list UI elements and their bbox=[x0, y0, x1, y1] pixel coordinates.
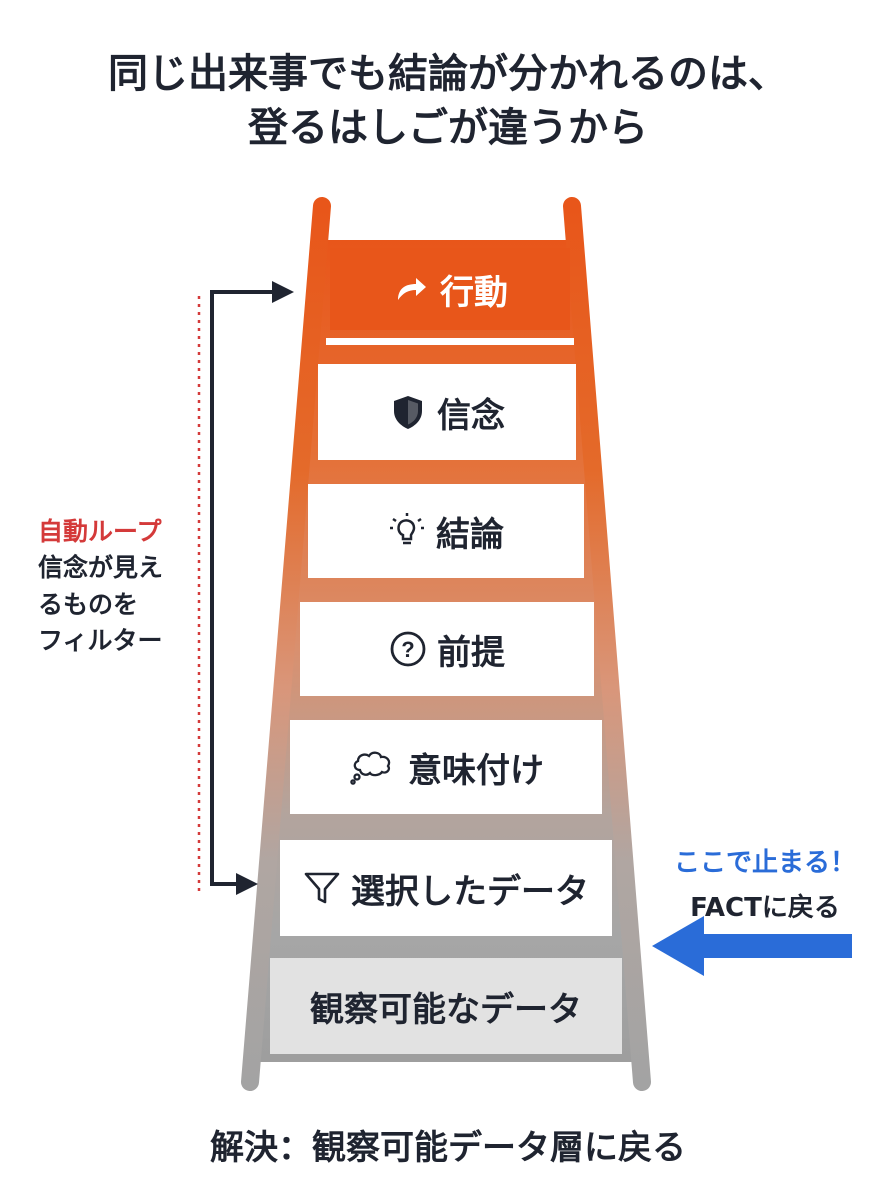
footer-solution: 解決：観察可能データ層に戻る bbox=[210, 1128, 686, 1168]
loop-note-heading: 自動ループ bbox=[38, 517, 162, 546]
title-line-1: 同じ出来事でも結論が分かれるのは、 bbox=[108, 51, 788, 97]
rung-observable-data: 観察可能なデータ bbox=[270, 958, 622, 1054]
rung-panel-selected-data bbox=[280, 840, 612, 936]
rung-panel-observable-data bbox=[270, 958, 622, 1054]
loop-note-line-1: 信念が見え bbox=[38, 553, 164, 583]
rung-divider-top bbox=[326, 338, 574, 345]
rung-conclusion: 結論 bbox=[308, 484, 584, 578]
loop-arrow-head-bottom bbox=[236, 873, 258, 895]
rung-observable-data-label: 観察可能なデータ bbox=[310, 989, 582, 1030]
rung-conclusion-label: 結論 bbox=[436, 514, 504, 555]
rung-panel-premise bbox=[300, 602, 594, 696]
question-icon: ? bbox=[389, 630, 427, 668]
rung-panel-action bbox=[330, 248, 570, 330]
rung-meaning: 意味付け bbox=[290, 720, 602, 814]
rung-panel-meaning bbox=[290, 720, 602, 814]
lightbulb-icon bbox=[388, 512, 426, 550]
stop-note: ここで止まる！ FACTに戻る bbox=[650, 842, 880, 924]
rung-premise-label: 前提 bbox=[437, 632, 505, 673]
rung-belief: 信念 bbox=[318, 364, 576, 460]
rung-selected-data-label: 選択したデータ bbox=[351, 871, 589, 912]
rung-selected-data: 選択したデータ bbox=[280, 840, 612, 936]
rung-belief-label: 信念 bbox=[437, 395, 505, 436]
ladder-rail-left bbox=[241, 197, 331, 1091]
loop-note-line-2: るものを bbox=[38, 589, 139, 619]
rung-action-label: 行動 bbox=[440, 272, 508, 313]
rung-action: 行動 bbox=[330, 248, 570, 330]
thought-bubble-icon bbox=[348, 748, 398, 786]
stop-arrow-shaft bbox=[700, 934, 852, 958]
loop-note: 自動ループ 信念が見え るものを フィルター bbox=[38, 514, 163, 659]
rung-meaning-label: 意味付け bbox=[408, 750, 544, 791]
loop-arrow bbox=[210, 290, 284, 886]
shield-icon bbox=[389, 393, 427, 431]
loop-note-line-3: フィルター bbox=[38, 625, 163, 655]
filter-icon bbox=[303, 869, 341, 907]
stop-note-line-2: FACTに戻る bbox=[690, 893, 840, 923]
stop-note-line-1: ここで止まる！ bbox=[673, 848, 856, 878]
loop-arrow-head-top bbox=[272, 281, 294, 303]
rung-premise: ? 前提 bbox=[300, 602, 594, 696]
ladder-rail-right bbox=[563, 197, 651, 1091]
rung-panel-conclusion bbox=[308, 484, 584, 578]
forward-arrow-icon bbox=[392, 270, 430, 308]
title-line-2: 登るはしごが違うから bbox=[248, 105, 648, 151]
svg-text:?: ? bbox=[401, 637, 414, 662]
stop-arrow-head bbox=[652, 916, 704, 976]
rung-panel-belief bbox=[318, 364, 576, 460]
